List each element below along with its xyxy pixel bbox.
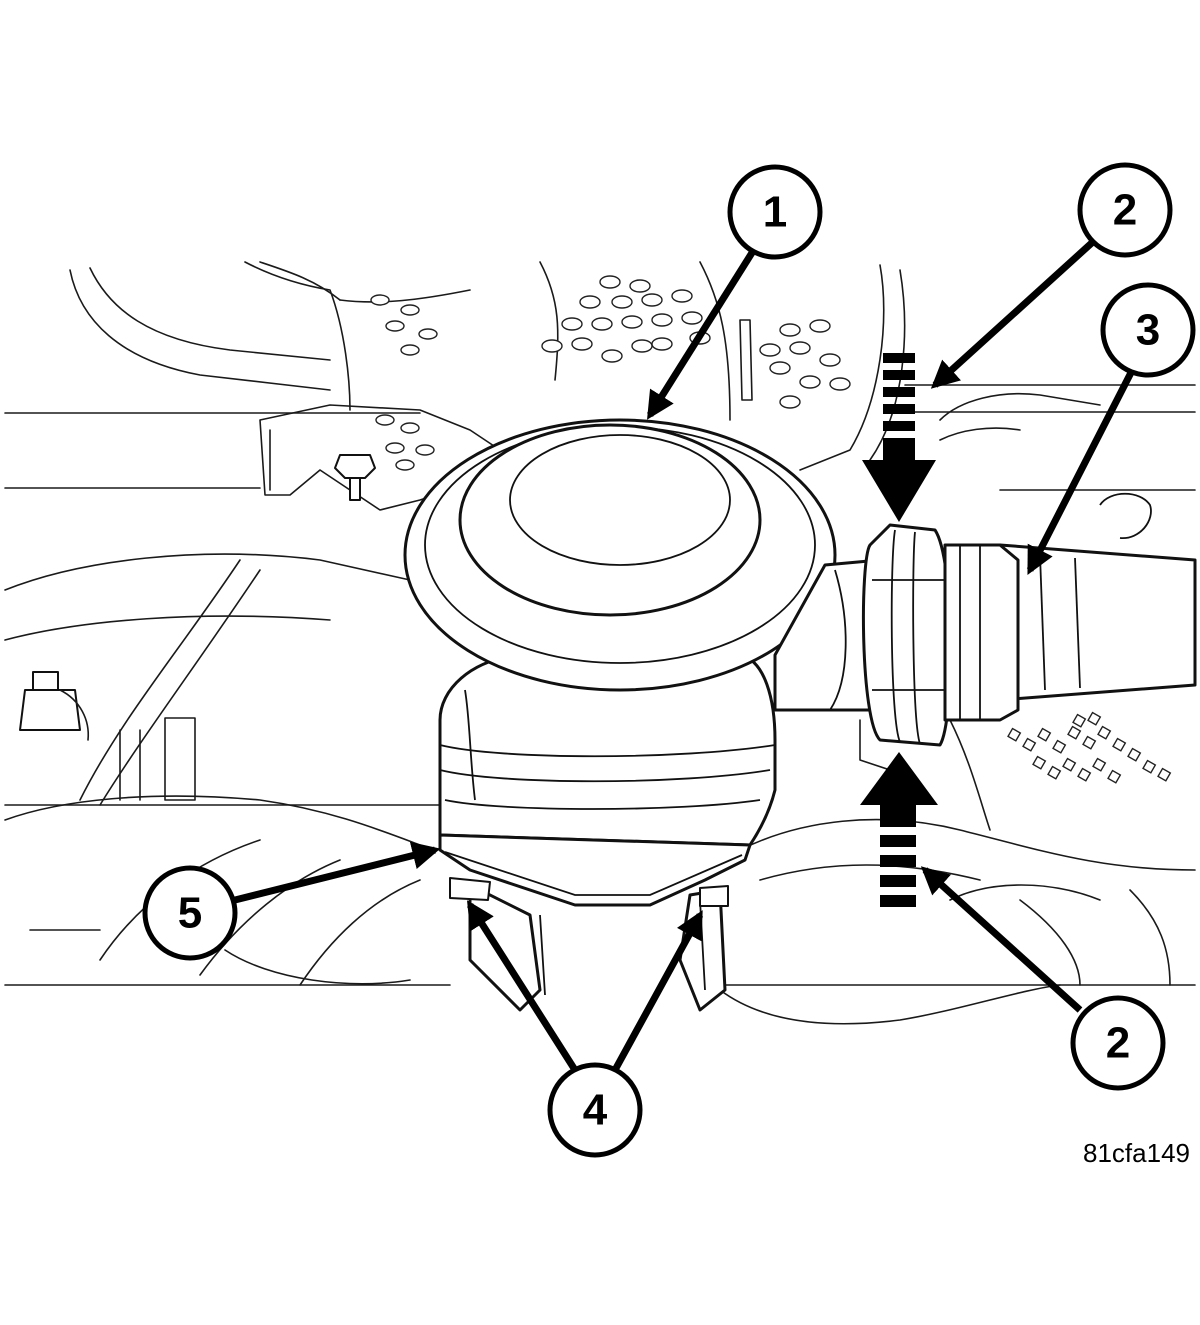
figure-id: 81cfa149 xyxy=(1083,1138,1190,1168)
callout-2-top: 2 xyxy=(1077,162,1173,258)
callout-5: 5 xyxy=(142,865,238,961)
callout-4: 4 xyxy=(547,1062,643,1158)
callout-3-label: 3 xyxy=(1136,306,1160,355)
background-linework xyxy=(4,261,1197,1025)
callout-4-label: 4 xyxy=(583,1086,608,1135)
leader-lines xyxy=(234,237,1144,1072)
direction-arrow-down xyxy=(862,353,936,522)
callout-5-label: 5 xyxy=(178,889,202,938)
callout-2-bottom-label: 2 xyxy=(1106,1019,1130,1068)
callout-2-top-label: 2 xyxy=(1113,186,1137,235)
callout-1-label: 1 xyxy=(763,188,787,237)
callout-2-bottom: 2 xyxy=(1070,995,1166,1091)
callout-1: 1 xyxy=(727,164,823,260)
direction-arrow-up xyxy=(860,752,938,907)
main-component xyxy=(403,418,1020,1012)
callout-3: 3 xyxy=(1100,282,1196,378)
